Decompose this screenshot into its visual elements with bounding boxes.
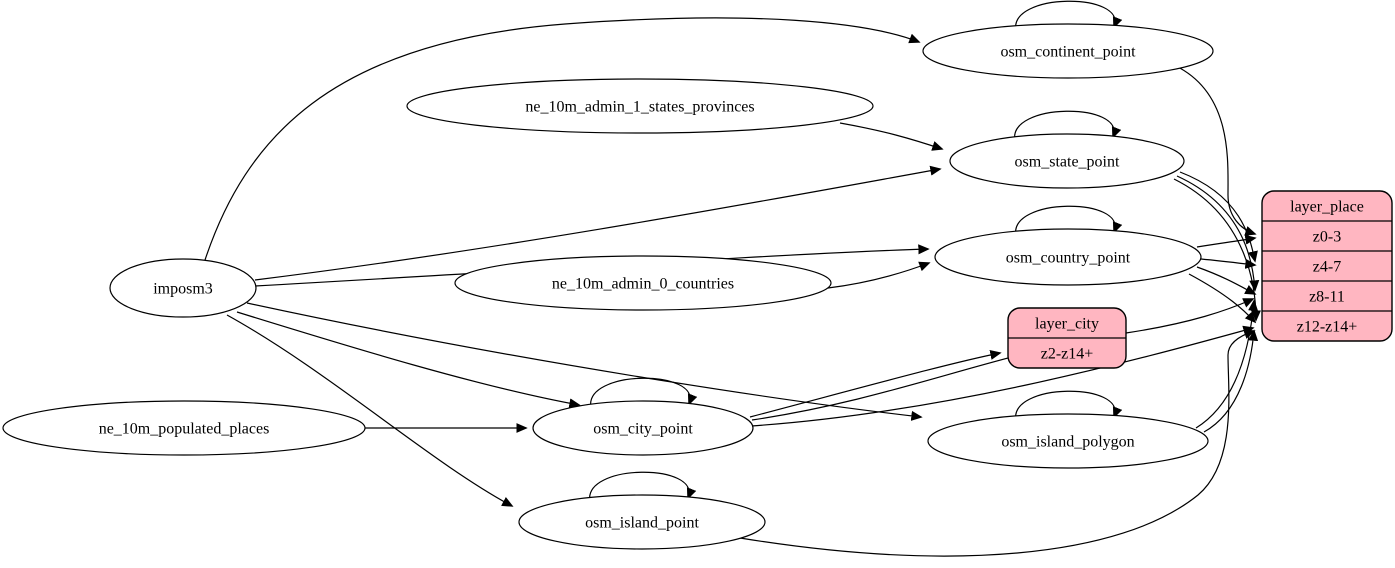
node-shape-osm_island_polygon [927,413,1209,469]
record-title-layer_place: layer_place [1290,199,1364,216]
node-label-ne_10m_populated_places: ne_10m_populated_places [99,421,270,438]
edge-osm_island_polygon-to-layer_placez12-z14 [1203,329,1259,433]
node-label-osm_continent_point: osm_continent_point [1000,44,1136,61]
edge-osm_state_point-to-layer_placez4-7 [1179,171,1258,263]
edge-osm_city_point-to-layer_placez8-11 [751,298,1255,421]
node-shape-ne_10m_populated_places [2,400,366,456]
node-shape-osm_country_point [934,228,1202,286]
record-layer_place: layer_place z0-3 z4-7 z8-11 z12-z14+ [1261,190,1393,342]
node-label-osm_island_polygon: osm_island_polygon [1001,434,1134,451]
record-shape-layer_place [1261,190,1393,342]
node-shape-osm_city_point [532,400,754,456]
nodes-layer: imposm3 ne_10m_admin_1_states_provincesne… [2,23,1393,550]
record-row-layer_place-z8-11: z8-11 [1309,289,1345,306]
self-loop-osm_city_point [590,377,698,409]
edge-osm_city_point-to-layer_cityz2-z14 [749,349,1002,418]
record-row-layer_city-z2-z14+: z2-z14+ [1041,346,1094,363]
self-loop-osm_continent_point [1015,0,1123,32]
self-loop-osm_country_point [1015,205,1123,237]
node-ne_10m_admin_0_countries: ne_10m_admin_0_countries [454,255,832,311]
node-ne_10m_admin_1_states_provinces: ne_10m_admin_1_states_provinces [406,78,874,134]
edge-imposm3-to-osm_city_point [236,311,581,409]
node-imposm3: imposm3 [109,258,257,318]
node-shape-imposm3 [109,258,257,318]
edge-osm_island_polygon-to-layer_placez8-11 [1195,299,1259,429]
node-label-osm_island_point: osm_island_point [585,515,699,532]
self-loop-osm_state_point [1014,110,1122,142]
record-row-layer_place-z4-7: z4-7 [1313,259,1341,276]
edge-osm_country_point-to-layer_placez12-z14 [1188,273,1257,324]
node-osm_island_point: osm_island_point [518,494,766,550]
node-label-osm_city_point: osm_city_point [593,421,693,438]
self-loop-osm_island_point [589,471,697,503]
node-osm_country_point: osm_country_point [934,228,1202,286]
node-osm_city_point: osm_city_point [532,400,754,456]
edge-imposm3-to-osm_continent_point [204,17,921,261]
node-shape-ne_10m_admin_1_states_provinces [406,78,874,134]
edge-osm_city_point-to-layer_placez12-z14 [750,325,1255,427]
edge-osm_country_point-to-layer_placez0-3 [1196,234,1257,248]
edge-imposm3-to-osm_island_point [226,314,514,507]
edges-layer [204,0,1262,557]
node-label-ne_10m_admin_1_states_provinces: ne_10m_admin_1_states_provinces [525,99,754,116]
node-shape-osm_island_point [518,494,766,550]
node-shape-ne_10m_admin_0_countries [454,255,832,311]
node-shape-osm_state_point [949,133,1185,189]
node-ne_10m_populated_places: ne_10m_populated_places [2,400,366,456]
node-label-osm_state_point: osm_state_point [1015,154,1120,171]
edge-imposm3-to-osm_state_point [254,165,942,281]
edge-osm_country_point-to-layer_placez8-11 [1196,266,1257,295]
node-label-imposm3: imposm3 [153,281,213,298]
edge-ne_10m_admin_0_countries-to-osm_country_point [827,261,931,289]
node-label-osm_country_point: osm_country_point [1006,250,1131,267]
node-osm_continent_point: osm_continent_point [922,23,1214,79]
record-row-layer_place-z12-z14+: z12-z14+ [1297,319,1358,336]
edge-imposm3-to-osm_island_polygon [246,302,923,421]
record-title-layer_city: layer_city [1035,316,1099,333]
edge-osm_state_point-to-layer_placez8-11 [1176,175,1260,292]
edge-osm_island_point-to-layer_placez12-z14 [739,329,1256,557]
self-loop-osm_island_polygon [1015,390,1123,422]
edge-ne_10m_admin_1_states_provinces-to-osm_state_point [839,122,944,151]
node-label-ne_10m_admin_0_countries: ne_10m_admin_0_countries [552,276,734,293]
record-layer_city: layer_city z2-z14+ [1007,307,1127,369]
record-row-layer_place-z0-3: z0-3 [1313,229,1341,246]
node-shape-osm_continent_point [922,23,1214,79]
edge-osm_continent_point-to-layer_placez0-3 [1175,65,1257,236]
node-osm_island_polygon: osm_island_polygon [927,413,1209,469]
node-osm_state_point: osm_state_point [949,133,1185,189]
